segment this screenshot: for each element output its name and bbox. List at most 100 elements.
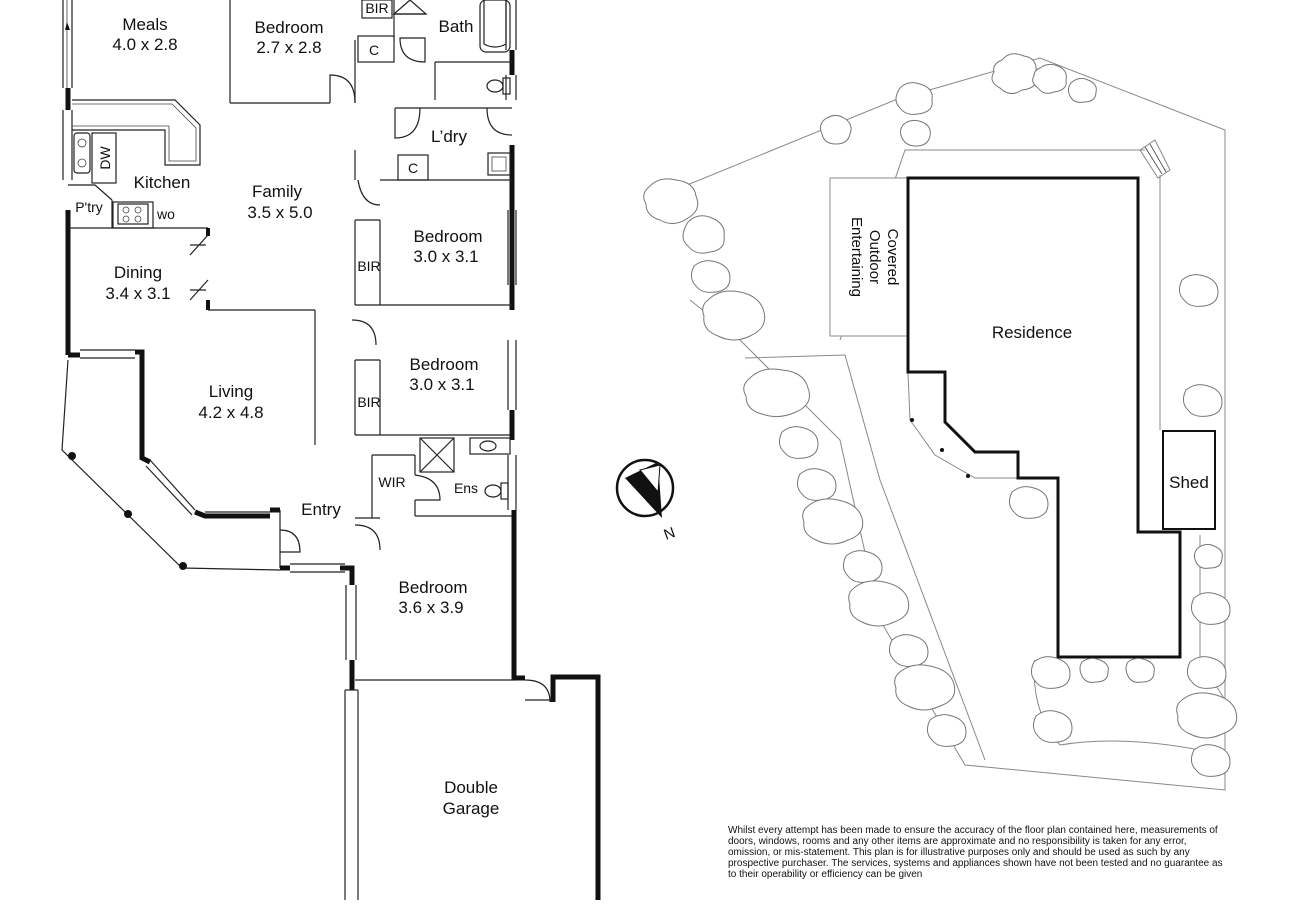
room-label-meals: Meals — [122, 15, 167, 34]
tree-icon — [702, 290, 766, 341]
room-label-bedroom-4: Bedroom — [399, 578, 468, 597]
tree-icon — [842, 550, 883, 583]
room-dim-bedroom-3: 3.0 x 3.1 — [409, 375, 474, 394]
tree-icon — [802, 498, 864, 545]
tree-icon — [1032, 63, 1067, 94]
tree-icon — [1079, 657, 1109, 683]
room-dim-bedroom-4: 3.6 x 3.9 — [398, 598, 463, 617]
bath-door — [399, 37, 426, 63]
north-compass: N — [615, 458, 678, 544]
room-label-garage-line1: Double — [444, 778, 498, 797]
room-label-kitchen: Kitchen — [134, 173, 191, 192]
tree-icon — [1190, 744, 1231, 777]
trees — [643, 53, 1238, 777]
room-label-bath: Bath — [439, 17, 474, 36]
site-label-shed: Shed — [1169, 473, 1209, 492]
site-plan: Covered Outdoor Entertaining Residence S… — [643, 53, 1238, 791]
room-label-living: Living — [209, 382, 253, 401]
room-label-bir-2: BIR — [357, 258, 380, 274]
room-dim-bedroom-top: 2.7 x 2.8 — [256, 38, 321, 57]
tree-icon — [682, 215, 725, 254]
room-dim-living: 4.2 x 4.8 — [198, 403, 263, 422]
room-label-c-laundry: C — [408, 160, 418, 176]
tree-icon — [899, 119, 931, 147]
bathtub — [479, 0, 511, 53]
ensuite-shower — [419, 437, 455, 473]
living-bay-window — [145, 459, 196, 516]
room-label-dw: DW — [97, 146, 113, 170]
room-label-bedroom-top: Bedroom — [255, 18, 324, 37]
site-label-covered-line1: Covered — [884, 229, 901, 286]
shed — [1162, 430, 1216, 530]
room-label-wir: WIR — [378, 474, 405, 490]
tree-icon — [894, 664, 956, 711]
room-label-entry: Entry — [301, 500, 341, 519]
tree-icon — [1125, 657, 1155, 683]
compass-north-label: N — [662, 524, 678, 544]
tree-icon — [888, 634, 929, 667]
room-dim-dining: 3.4 x 3.1 — [105, 284, 170, 303]
dining-sliding-door — [189, 234, 209, 301]
room-dim-meals: 4.0 x 2.8 — [112, 35, 177, 54]
laundry-tub — [487, 152, 511, 176]
room-label-pantry: P'try — [75, 199, 103, 215]
residence-footprint — [906, 176, 1182, 659]
entry-door — [279, 529, 301, 553]
tree-icon — [796, 468, 837, 501]
tree-icon — [926, 714, 967, 747]
wall-oven — [112, 201, 154, 229]
living-verandah — [61, 359, 281, 571]
garage-wall-east — [550, 674, 601, 900]
site-steps — [1139, 139, 1171, 179]
site-label-residence: Residence — [992, 323, 1072, 342]
tree-icon — [991, 53, 1038, 94]
kitchen-bench — [72, 99, 201, 166]
site-label-covered-line2: Outdoor — [866, 230, 883, 284]
bir-top — [361, 0, 393, 19]
room-dim-family: 3.5 x 5.0 — [247, 203, 312, 222]
cooktop — [117, 203, 149, 225]
kitchen-sink — [73, 132, 91, 174]
meals-window-arrow — [65, 22, 70, 30]
tree-icon — [1032, 710, 1073, 743]
site-boundary — [674, 57, 1226, 791]
cupboard-top — [357, 35, 395, 63]
room-label-bedroom-3: Bedroom — [410, 355, 479, 374]
house-plan: Meals 4.0 x 2.8 Bedroom 2.7 x 2.8 BIR Ba… — [61, 0, 601, 900]
tree-icon — [1067, 77, 1097, 103]
room-label-c-top: C — [369, 42, 379, 58]
covered-outdoor-entertaining — [829, 177, 909, 337]
room-label-garage-line2: Garage — [443, 799, 500, 818]
room-label-laundry: L’dry — [431, 127, 467, 146]
ensuite-vanity — [469, 437, 511, 455]
room-label-wall-oven: wo — [156, 206, 175, 222]
room-label-dining: Dining — [114, 263, 162, 282]
garage-door — [524, 679, 551, 703]
ensuite-toilet — [484, 484, 502, 498]
room-label-ensuite: Ens — [454, 480, 478, 496]
disclaimer-text: Whilst every attempt has been made to en… — [728, 825, 1223, 880]
tree-icon — [1182, 384, 1223, 417]
tree-icon — [1176, 692, 1238, 739]
room-label-bedroom-2: Bedroom — [414, 227, 483, 246]
tree-icon — [848, 580, 910, 627]
tree-icon — [1030, 656, 1071, 689]
room-dim-bedroom-2: 3.0 x 3.1 — [413, 247, 478, 266]
tree-icon — [1193, 543, 1223, 569]
tree-icon — [1186, 656, 1227, 689]
tree-icon — [895, 82, 933, 115]
tree-icon — [1178, 274, 1219, 307]
dishwasher — [91, 132, 117, 184]
tree-icon — [743, 368, 810, 418]
shower-top — [392, 0, 428, 15]
bedroom-top-door — [329, 74, 356, 104]
tree-icon — [1190, 592, 1231, 625]
room-label-bir-top: BIR — [365, 0, 388, 16]
laundry-door — [394, 107, 421, 139]
tree-icon — [778, 426, 819, 459]
room-label-family: Family — [252, 182, 303, 201]
site-label-covered-line3: Entertaining — [848, 217, 865, 297]
tree-icon — [819, 114, 852, 145]
